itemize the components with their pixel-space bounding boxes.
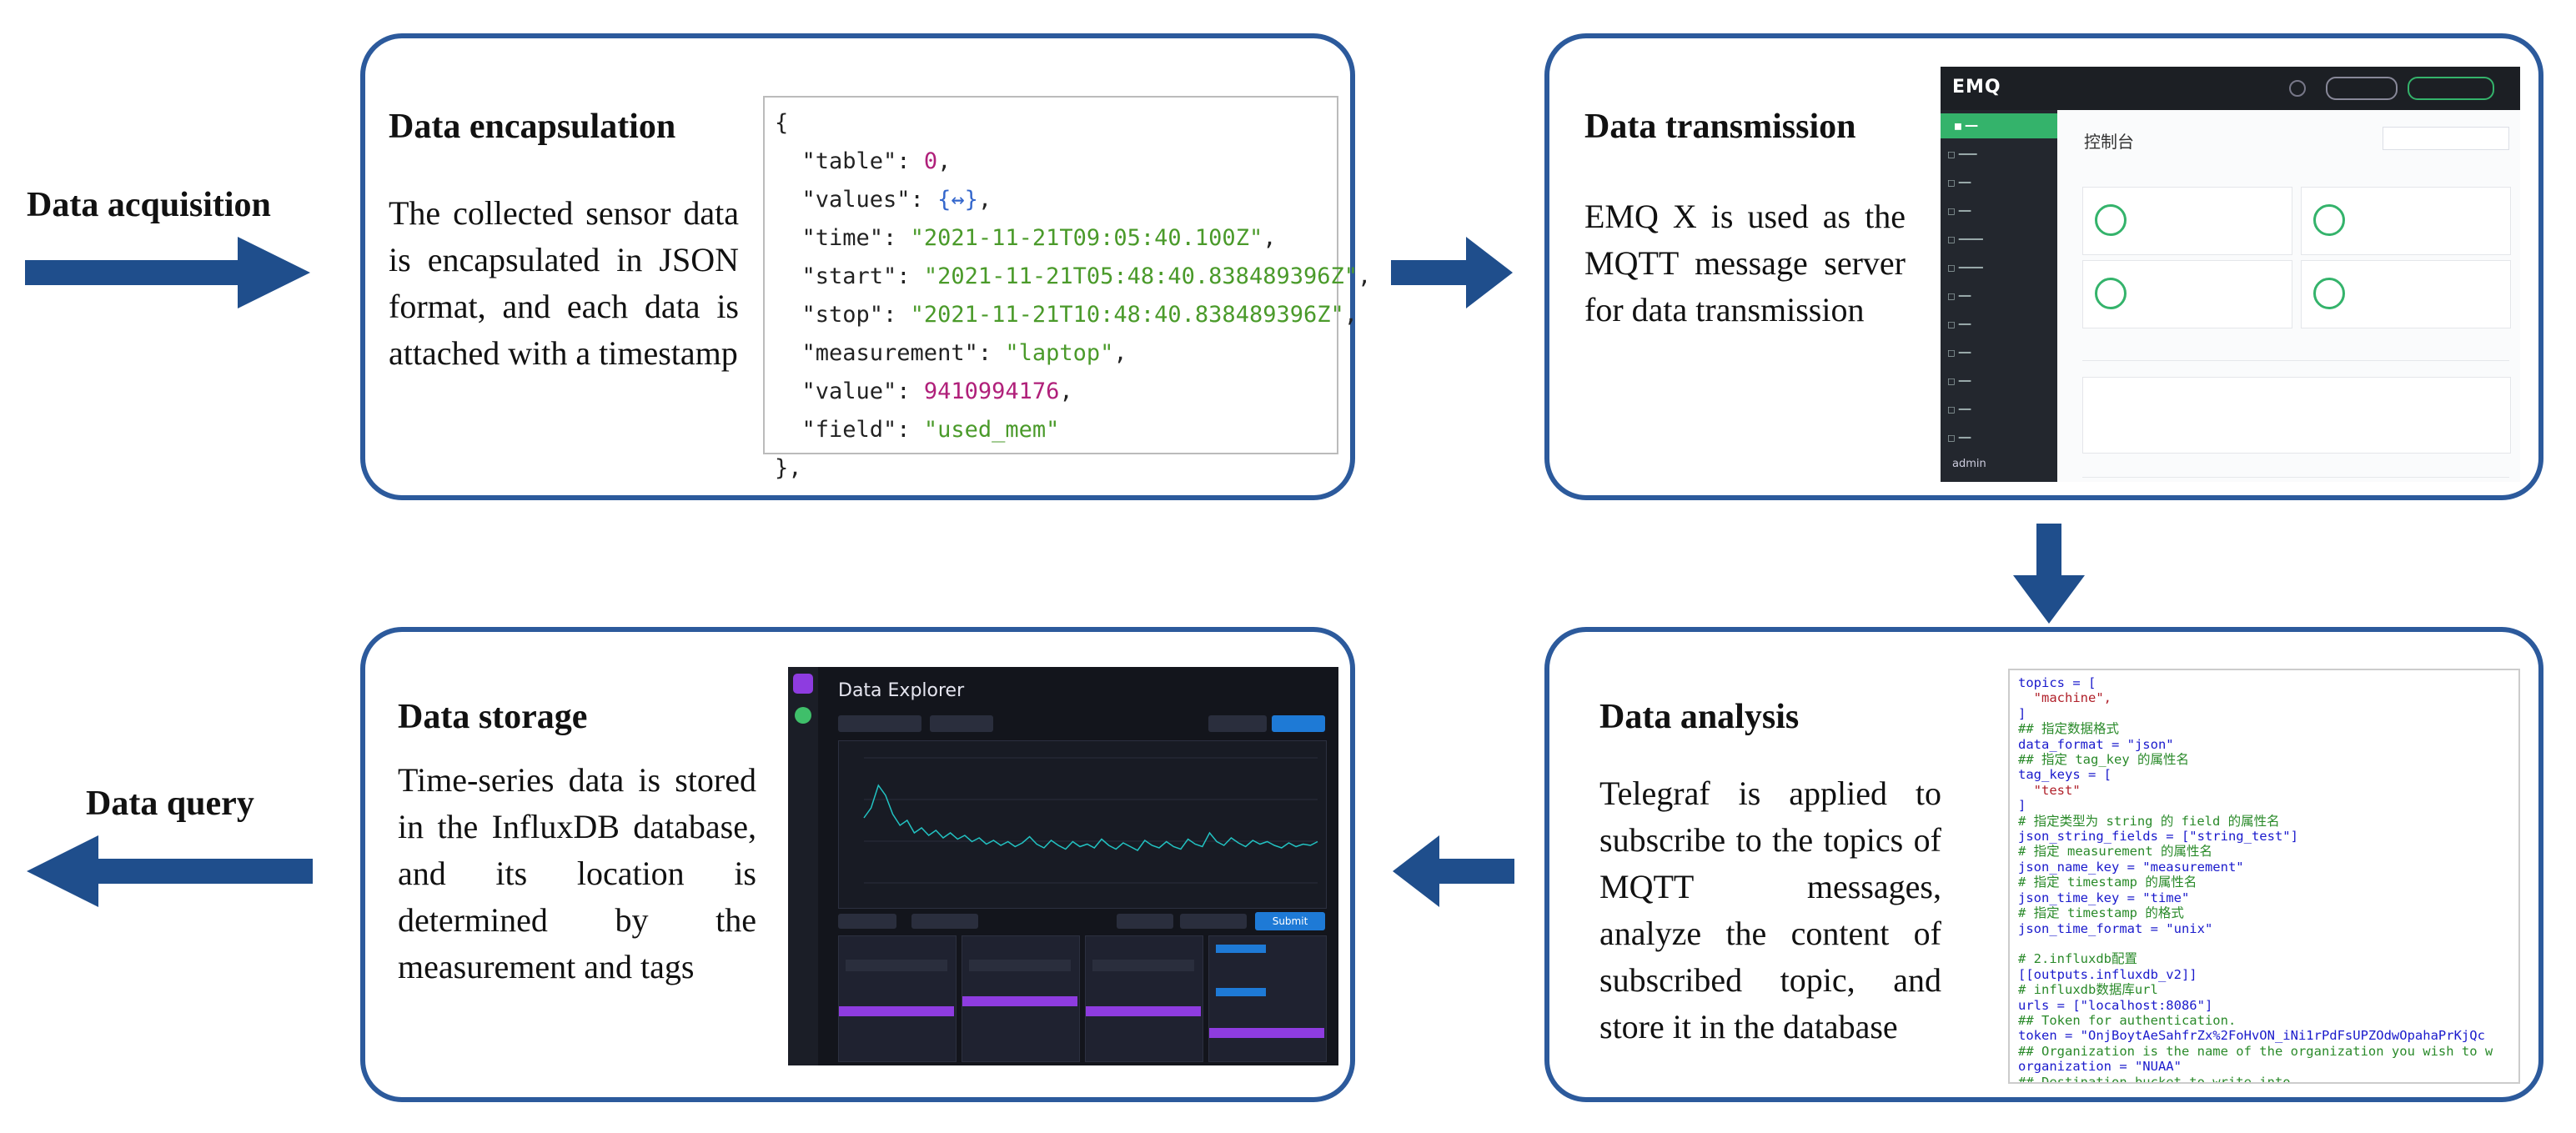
config-line: tag_keys = [ [2018, 767, 2112, 783]
config-line: # 指定 timestamp 的属性名 [2018, 875, 2197, 890]
config-line: ## 指定 tag_key 的属性名 [2018, 752, 2189, 768]
emq-user: admin [1952, 458, 1986, 470]
config-line: ## Token for authentication. [2018, 1012, 2237, 1028]
account-button [2408, 77, 2494, 100]
customize-button [930, 715, 993, 732]
arrow-right-icon [1391, 237, 1513, 308]
config-line: # 指定 measurement 的属性名 [2018, 844, 2212, 860]
sidebar-item: ◻ ━━━━ [1947, 233, 1983, 245]
sidebar-item: ◻ ━━ [1947, 404, 1971, 415]
sidebar-item: ◻ ━━ [1947, 318, 1971, 330]
data-storage-text: Time-series data is stored in the Influx… [398, 761, 756, 985]
json-sample-panel: { "table": 0, "values": {↔}, "time": "20… [763, 96, 1372, 481]
time-series-graph [863, 757, 1318, 884]
config-line: ## Destination bucket to write into. [2018, 1074, 2298, 1084]
sidebar-item: ◻ ━━ [1947, 347, 1971, 358]
json-line: "field": "used_mem" [775, 417, 1060, 443]
view-raw-data-toggle [911, 914, 978, 929]
save-as-button [1272, 715, 1325, 732]
from-panel [838, 935, 957, 1062]
past-time-select [1117, 914, 1173, 929]
series-line [863, 784, 1318, 851]
arrow-right-icon [25, 237, 310, 308]
json-line: "measurement": "laptop", [775, 340, 1127, 366]
data-storage-title: Data storage [398, 698, 588, 736]
graph-panel [838, 740, 1327, 909]
sidebar-item: ◻ ━━━━ [1947, 262, 1983, 273]
aggregate-panel [1208, 935, 1327, 1062]
data-analysis-text: Telegraf is applied to subscribe to the … [1599, 775, 1941, 1045]
config-line: ] [2018, 705, 2026, 721]
config-line: ## 指定数据格式 [2018, 721, 2119, 737]
sidebar-item: ◻ ━━━ [1947, 148, 1977, 160]
influxdb-explorer-screenshot: Data Explorer Submit [788, 667, 1338, 1065]
arrow-left-icon [1393, 835, 1514, 907]
emq-logo: EMQ [1952, 77, 2001, 98]
config-line: # 指定 timestamp 的格式 [2018, 905, 2184, 921]
config-line: organization = "NUAA" [2018, 1059, 2182, 1075]
json-line: "time": "2021-11-21T09:05:40.100Z", [775, 225, 1277, 251]
sidebar-item: ◻ ━━ [1947, 375, 1971, 387]
config-line: topics = [ [2018, 675, 2096, 690]
data-transmission-title: Data transmission [1584, 108, 1856, 146]
sidebar-item: ◻ ━━ [1947, 290, 1971, 302]
query-tab [838, 914, 896, 929]
config-line: # influxdb数据库url [2018, 982, 2158, 998]
config-line: [[outputs.influxdb_v2]] [2018, 966, 2197, 982]
config-line: json_string_fields = ["string_test"] [2018, 829, 2298, 845]
node-select [2383, 127, 2509, 150]
influx-sidebar [788, 667, 818, 1065]
github-button [2326, 77, 2398, 100]
influx-logo-icon [793, 674, 813, 694]
config-line [2018, 936, 2510, 951]
sidebar-item: ◻ ━━ [1947, 205, 1971, 217]
graph-type-select [838, 715, 921, 732]
data-query-label: Data query [86, 785, 254, 823]
data-transmission-text: EMQ X is used as the MQTT message server… [1584, 198, 1906, 328]
arrow-left-icon [27, 835, 313, 907]
config-line: urls = ["localhost:8086"] [2018, 997, 2213, 1013]
config-line: # 2.influxdb配置 [2018, 951, 2137, 967]
sidebar-item: ◻ ━━ [1947, 432, 1971, 444]
timezone-select [1208, 715, 1267, 732]
help-icon [2289, 80, 2306, 97]
config-line: token = "OnjBoytAeSahfrZx%2FoHvON_iNi1rP… [2018, 1028, 2485, 1044]
filter-panel-1 [962, 935, 1080, 1062]
influx-page-title: Data Explorer [838, 680, 965, 701]
config-line: # 指定类型为 string 的 field 的属性名 [2018, 813, 2280, 829]
data-encapsulation-title: Data encapsulation [389, 108, 676, 146]
data-encapsulation-text: The collected sensor data is encapsulate… [389, 194, 739, 372]
arrow-down-icon [2013, 524, 2085, 624]
data-analysis-title: Data analysis [1599, 698, 1800, 736]
json-line: "start": "2021-11-21T05:48:40.838489396Z… [775, 263, 1372, 289]
config-line: data_format = "json" [2018, 736, 2174, 752]
sidebar-item: ◻ ━━ [1947, 177, 1971, 188]
config-line: ## Organization is the name of the organ… [2018, 1043, 2493, 1059]
config-line: "machine", [2018, 690, 2112, 706]
config-line: json_time_format = "unix" [2018, 920, 2213, 936]
filter-panel-2 [1085, 935, 1203, 1062]
config-line: ] [2018, 798, 2026, 814]
emq-dashboard-screenshot: EMQ ◼ ━━ ◻ ━━━ ◻ ━━ ◻ ━━ ◻ ━━━━ ◻ ━━━━ ◻… [1941, 67, 2520, 482]
avatar [795, 707, 811, 724]
data-acquisition-label: Data acquisition [27, 186, 271, 224]
config-line: json_name_key = "measurement" [2018, 859, 2244, 875]
json-line: "value": 9410994176, [775, 379, 1073, 404]
json-line: "stop": "2021-11-21T10:48:40.838489396Z"… [775, 302, 1358, 328]
config-line: "test" [2018, 782, 2081, 798]
script-editor-button [1180, 914, 1247, 929]
json-line: "values": {↔}, [775, 187, 992, 213]
submit-button: Submit [1255, 912, 1325, 930]
sidebar-item-active: ◼ ━━ [1941, 113, 2057, 138]
config-line: json_time_key = "time" [2018, 890, 2190, 905]
json-line: "table": 0, [775, 148, 952, 174]
emq-page-title: 控制台 [2084, 132, 2134, 152]
